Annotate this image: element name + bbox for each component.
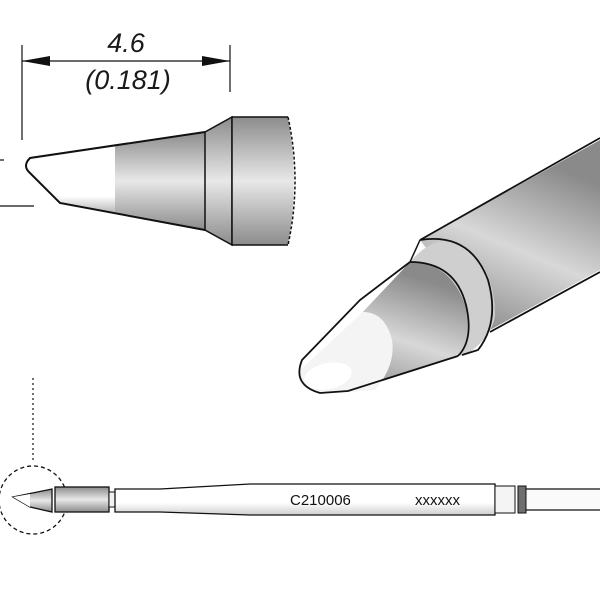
- arrow-left-icon: [22, 56, 50, 66]
- bevel-face: [304, 362, 352, 390]
- model-number: C210006: [290, 492, 351, 509]
- isometric-view: [297, 137, 600, 394]
- collar: [54, 486, 110, 513]
- band: [517, 485, 527, 514]
- dimension-mm: 4.6: [107, 28, 146, 58]
- side-profile-view: [25, 115, 296, 247]
- tinned-tip: [26, 146, 115, 213]
- serial-number: XXXXXX: [415, 492, 461, 509]
- shaft: [114, 483, 496, 516]
- dimension-inch: (0.181): [85, 65, 171, 95]
- dimension-annotation: 4.6 (0.181): [0, 28, 231, 207]
- full-cartridge-view: C210006 XXXXXX: [0, 378, 600, 535]
- arrow-right-icon: [202, 56, 230, 66]
